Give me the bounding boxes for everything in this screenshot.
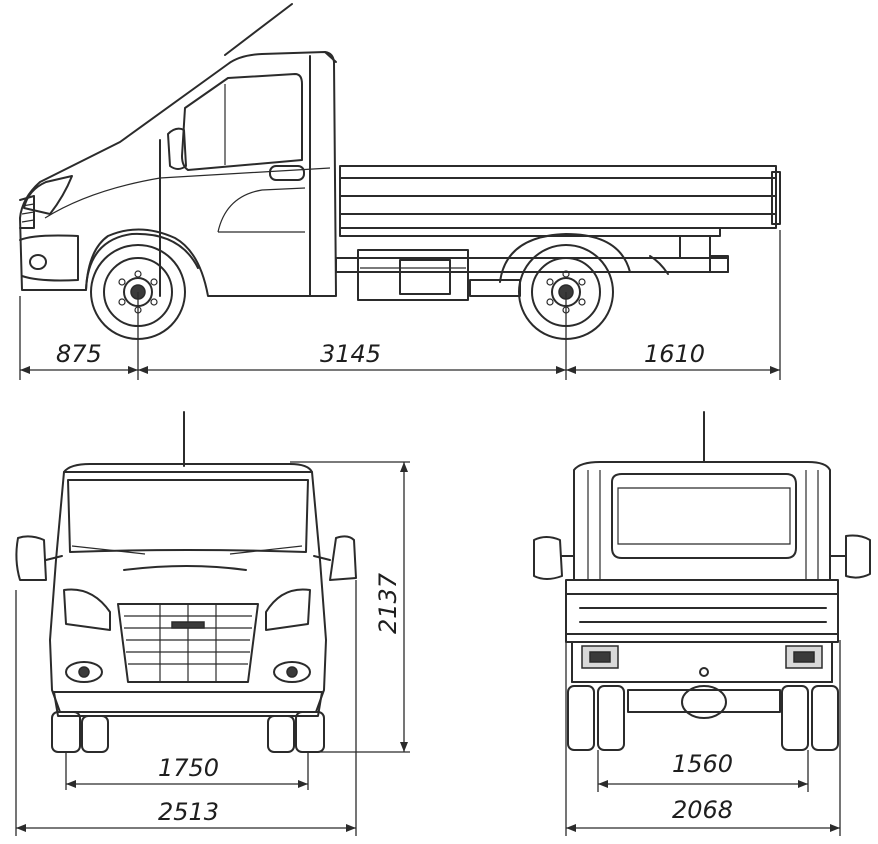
front-right-mirror bbox=[329, 535, 357, 581]
cab-window bbox=[181, 73, 303, 171]
front-left-tire bbox=[51, 711, 81, 753]
front-right-tire bbox=[295, 711, 325, 753]
tailgate bbox=[565, 579, 839, 643]
front-left-mirror bbox=[15, 535, 47, 581]
front-grille bbox=[117, 603, 259, 683]
left-headlight bbox=[63, 588, 111, 631]
rear-right-mirror bbox=[845, 534, 871, 579]
dim-rear-track: 1560 bbox=[672, 750, 734, 778]
dim-front-track: 1750 bbox=[158, 754, 220, 782]
dim-rear-overall-width: 2068 bbox=[672, 796, 734, 824]
dim-rear-overhang: 1610 bbox=[644, 340, 706, 368]
dim-front-overhang: 875 bbox=[56, 340, 102, 368]
dim-front-overall-width: 2513 bbox=[158, 798, 220, 826]
rear-right-tire-inner bbox=[781, 685, 809, 751]
front-dimension-lines bbox=[15, 461, 410, 836]
rear-right-tire-outer bbox=[811, 685, 839, 751]
rear-left-tire-outer bbox=[567, 685, 595, 751]
rear-dimension-lines bbox=[565, 640, 841, 836]
cargo-bed bbox=[339, 165, 781, 237]
rear-left-mirror bbox=[533, 536, 563, 580]
rear-left-tire-inner bbox=[597, 685, 625, 751]
rear-window bbox=[611, 473, 797, 559]
side-mirror bbox=[167, 127, 187, 170]
headlight bbox=[23, 175, 73, 215]
right-headlight bbox=[265, 588, 311, 631]
dim-height: 2137 bbox=[374, 572, 402, 634]
side-dimension-lines bbox=[19, 230, 781, 380]
side-view-truck bbox=[19, 3, 781, 340]
rear-cab bbox=[573, 461, 831, 581]
windshield bbox=[67, 479, 309, 553]
door-handle bbox=[269, 165, 305, 181]
dim-wheelbase: 3145 bbox=[320, 340, 382, 368]
rear-view-truck bbox=[533, 411, 871, 751]
cab-body bbox=[19, 51, 337, 297]
front-view-truck bbox=[15, 411, 357, 753]
